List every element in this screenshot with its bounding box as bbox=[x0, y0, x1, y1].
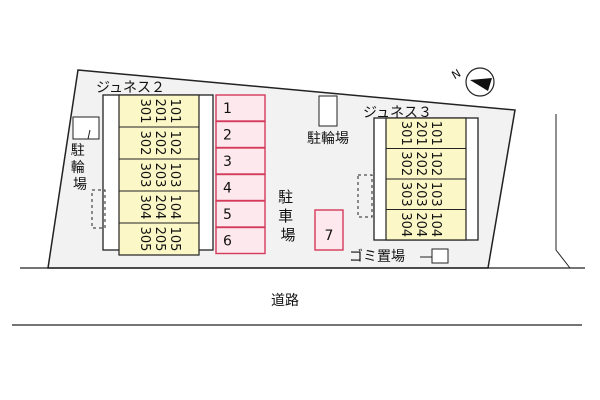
building-b-name: ジュネス３ bbox=[363, 105, 432, 121]
building-b-unit-203: 203 bbox=[413, 182, 428, 207]
parking-slot-7 bbox=[314, 209, 344, 251]
building-a-unit-305: 305 bbox=[137, 227, 152, 252]
building-a-unit-205: 205 bbox=[152, 227, 167, 252]
parking-slot-6 bbox=[215, 226, 266, 255]
building-a-unit-102: 102 bbox=[167, 131, 182, 156]
building-a-unit-304: 304 bbox=[137, 195, 152, 220]
building-a-unit-104: 104 bbox=[167, 195, 182, 220]
building-a-unit-201: 201 bbox=[152, 99, 167, 124]
building-a-body bbox=[118, 94, 200, 256]
building-a-unit-301: 301 bbox=[137, 99, 152, 124]
building-b-unit-201: 201 bbox=[413, 121, 428, 146]
bike-parking-left-area bbox=[72, 116, 100, 140]
parking-slot-number-7: 7 bbox=[325, 228, 334, 244]
building-b-unit-104: 104 bbox=[428, 212, 443, 237]
north-label: N bbox=[449, 67, 463, 82]
building-a-unit-202: 202 bbox=[152, 131, 167, 156]
building-b-unit-303: 303 bbox=[398, 182, 413, 207]
building-a-unit-103: 103 bbox=[167, 163, 182, 188]
building-a-name: ジュネス２ bbox=[96, 80, 165, 96]
building-b-side-dash bbox=[357, 174, 373, 218]
parking-char-2: 車 bbox=[278, 207, 293, 225]
road-label: 道路 bbox=[271, 293, 299, 309]
building-b-unit-102: 102 bbox=[428, 151, 443, 176]
building-a-unit-203: 203 bbox=[152, 163, 167, 188]
north-arrow-icon: N bbox=[449, 67, 495, 97]
building-a-unit-302: 302 bbox=[137, 131, 152, 156]
parking-slot-number-5: 5 bbox=[223, 207, 232, 223]
parking-slots: 1 2 3 4 5 6 7 bbox=[215, 94, 344, 255]
bike-parking-left-char-2: 輪 bbox=[71, 159, 85, 176]
parking-slot-number-4: 4 bbox=[223, 181, 232, 197]
parking-slot-4 bbox=[215, 173, 266, 202]
building-b-unit-101: 101 bbox=[428, 121, 443, 146]
bike-parking-left-label: 駐 輪 場 bbox=[71, 143, 89, 193]
building-a-unit-303: 303 bbox=[137, 163, 152, 188]
bike-parking-top-area bbox=[318, 95, 338, 127]
parking-char-3: 場 bbox=[280, 226, 295, 244]
building-b-unit-204: 204 bbox=[413, 212, 428, 237]
building-b-unit-202: 202 bbox=[413, 151, 428, 176]
building-b-units bbox=[386, 147, 466, 211]
building-b-unit-304: 304 bbox=[398, 212, 413, 237]
parking-slot-number-1: 1 bbox=[223, 101, 232, 117]
building-b-unit-103: 103 bbox=[428, 182, 443, 207]
parking-slot-3 bbox=[215, 147, 266, 175]
parking-slot-number-2: 2 bbox=[223, 128, 232, 144]
building-b-unit-301: 301 bbox=[398, 121, 413, 146]
bike-parking-left-char-3: 場 bbox=[73, 177, 87, 193]
parking-slot-2 bbox=[215, 120, 266, 149]
parking-label: 駐 車 場 bbox=[278, 188, 298, 244]
building-a-units bbox=[119, 126, 199, 224]
bike-parking-left-dash bbox=[91, 189, 106, 229]
parking-slot-number-3: 3 bbox=[223, 154, 232, 170]
garbage-area bbox=[431, 248, 449, 264]
parking-char-1: 駐 bbox=[278, 188, 293, 206]
building-a-unit-105: 105 bbox=[167, 227, 182, 252]
bike-parking-top-label: 駐輪場 bbox=[307, 130, 349, 147]
garbage-label: ゴミ置場 bbox=[349, 248, 405, 265]
building-a-unit-101: 101 bbox=[167, 99, 182, 124]
building-a-unit-204: 204 bbox=[152, 195, 167, 220]
building-b-unit-302: 302 bbox=[398, 151, 413, 176]
parking-slot-number-6: 6 bbox=[223, 234, 232, 250]
adjacent-boundary bbox=[555, 114, 571, 269]
bike-parking-left-char-1: 駐 bbox=[71, 143, 85, 159]
